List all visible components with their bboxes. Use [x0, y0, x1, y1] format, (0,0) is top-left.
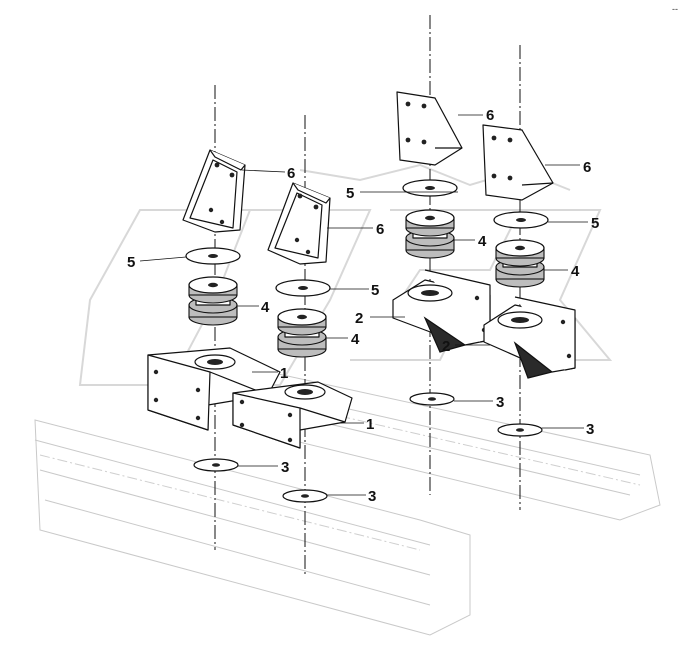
leader-lines	[139, 114, 588, 496]
callout-washer-bottom-a: 3	[281, 459, 289, 476]
lower-bracket-d	[483, 296, 576, 379]
callout-bracket-lower-a: 1	[280, 365, 288, 382]
callout-bracket-lower-b: 1	[366, 416, 374, 433]
callout-bracket-upper-b: 6	[376, 221, 384, 238]
corner-mark: --	[672, 4, 678, 14]
callout-bracket-upper-d: 6	[583, 159, 591, 176]
rubber-cushion-a	[188, 276, 238, 326]
lower-bracket-b	[232, 381, 353, 449]
callout-washer-bottom-c: 3	[496, 394, 504, 411]
top-washer-c	[402, 179, 458, 197]
lower-bracket-a	[147, 347, 281, 431]
callout-cushion-a: 4	[261, 299, 270, 316]
bottom-washer-c	[409, 392, 455, 406]
upper-bracket-a	[182, 149, 246, 233]
bottom-washer-b	[282, 489, 328, 503]
callout-bracket-upper-c: 6	[486, 107, 494, 124]
callout-washer-top-b: 5	[371, 282, 379, 299]
callout-washer-top-c: 5	[346, 185, 354, 202]
callout-washer-bottom-d: 3	[586, 421, 594, 438]
callout-bracket-lower-d: 2	[442, 338, 450, 355]
top-washer-d	[493, 211, 549, 229]
callouts: 6 6 6 6 5 5 5 5 4 4 4 4 1 1 2 2 3 3 3 3	[127, 107, 599, 505]
upper-bracket-b	[267, 182, 331, 265]
callout-washer-top-a: 5	[127, 254, 135, 271]
upper-bracket-d	[482, 124, 554, 201]
top-washer-b	[275, 279, 331, 297]
callout-cushion-d: 4	[571, 263, 580, 280]
bottom-washer-a	[193, 458, 239, 472]
callout-washer-bottom-b: 3	[368, 488, 376, 505]
bottom-washer-d	[497, 423, 543, 437]
callout-bracket-upper-a: 6	[287, 165, 295, 182]
rubber-cushion-b	[277, 308, 327, 358]
callout-washer-top-d: 5	[591, 215, 599, 232]
lower-bracket-c	[392, 269, 491, 353]
callout-cushion-c: 4	[478, 233, 487, 250]
upper-bracket-c	[396, 91, 463, 166]
callout-cushion-b: 4	[351, 331, 360, 348]
rubber-cushion-d	[495, 239, 545, 288]
rubber-cushion-c	[405, 209, 455, 259]
callout-bracket-lower-c: 2	[355, 310, 363, 327]
top-washer-a	[185, 247, 241, 265]
